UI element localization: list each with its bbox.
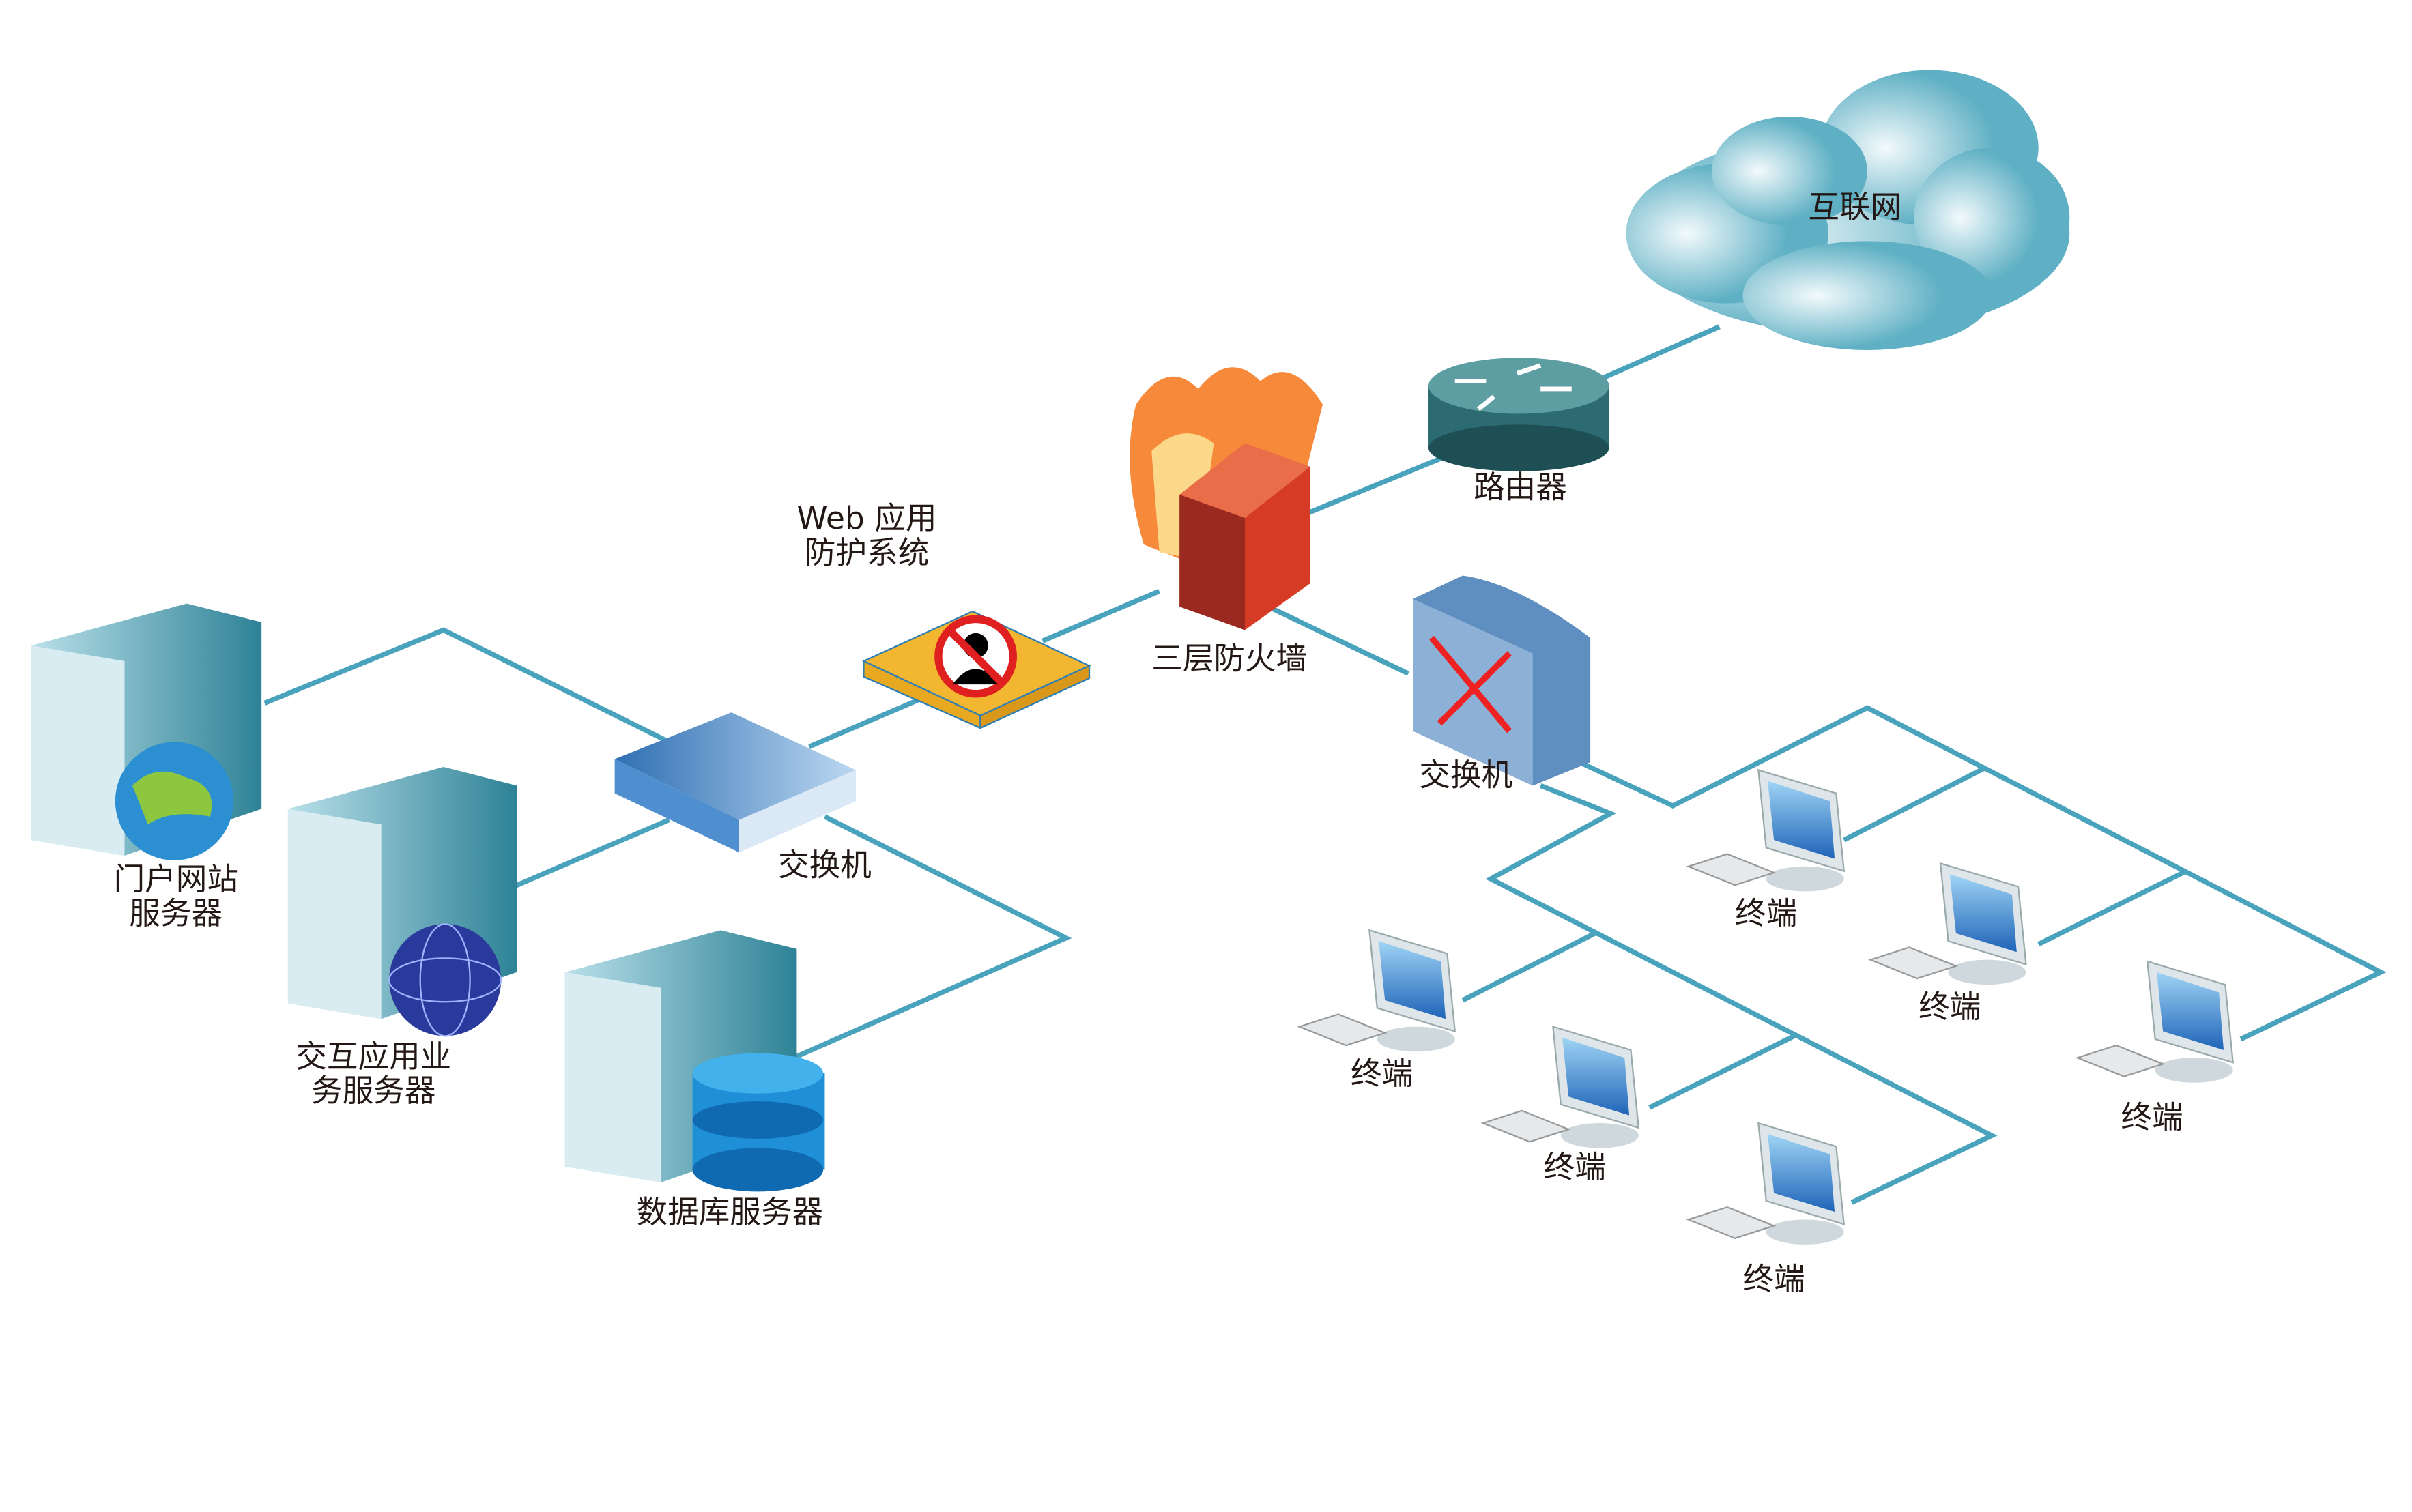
access-switch-label: 交换机 — [1419, 757, 1512, 793]
terminal[interactable]: 终端 — [1298, 929, 1456, 1092]
app-server-label-line1: 交互应用业 — [296, 1038, 451, 1075]
db-server-label: 数据库服务器 — [637, 1194, 823, 1230]
firewall-label: 三层防火墙 — [1151, 640, 1307, 676]
terminal[interactable]: 终端 — [1687, 769, 1845, 932]
core-switch[interactable]: 交换机 — [614, 712, 872, 884]
switch-arrows-icon — [1429, 635, 1512, 733]
internet-label: 互联网 — [1808, 189, 1901, 225]
terminal-label: 终端 — [1735, 895, 1797, 931]
terminal[interactable]: 终端 — [2076, 960, 2234, 1135]
core-switch-label: 交换机 — [778, 847, 872, 884]
access-switch[interactable]: 交换机 — [1413, 575, 1591, 794]
db-server[interactable]: 数据库服务器 — [564, 930, 825, 1230]
terminal[interactable]: 终端 — [1482, 1026, 1639, 1185]
terminal[interactable]: 终端 — [1687, 1122, 1845, 1297]
router[interactable]: 路由器 — [1428, 358, 1609, 506]
links — [263, 324, 2387, 1205]
waf-appliance[interactable]: Web 应用 防护系统 — [796, 500, 1091, 729]
internet-cloud[interactable]: 互联网 — [1626, 70, 2070, 350]
waf-label-line1: Web 应用 — [796, 500, 936, 536]
database-icon — [692, 1053, 825, 1192]
terminal[interactable]: 终端 — [1869, 862, 2027, 1025]
router-arrows-icon — [1454, 363, 1572, 411]
terminal-label: 终端 — [1351, 1056, 1413, 1092]
wireframe-globe-icon — [389, 924, 502, 1036]
terminal-label: 终端 — [1919, 989, 1981, 1025]
terminal-label: 终端 — [2121, 1099, 2183, 1135]
app-server-label-line2: 务服务器 — [311, 1073, 435, 1109]
terminal-label: 终端 — [1544, 1149, 1606, 1185]
terminal-label: 终端 — [1743, 1261, 1805, 1297]
waf-label-line2: 防护系统 — [805, 534, 929, 570]
router-label: 路由器 — [1474, 469, 1567, 506]
firewall[interactable]: 三层防火墙 — [1130, 367, 1323, 676]
portal-server[interactable]: 门户网站 服务器 — [31, 603, 262, 932]
app-server[interactable]: 交互应用业 务服务器 — [287, 766, 517, 1109]
portal-server-label-line2: 服务器 — [129, 895, 222, 931]
portal-server-label-line1: 门户网站 — [114, 861, 238, 897]
